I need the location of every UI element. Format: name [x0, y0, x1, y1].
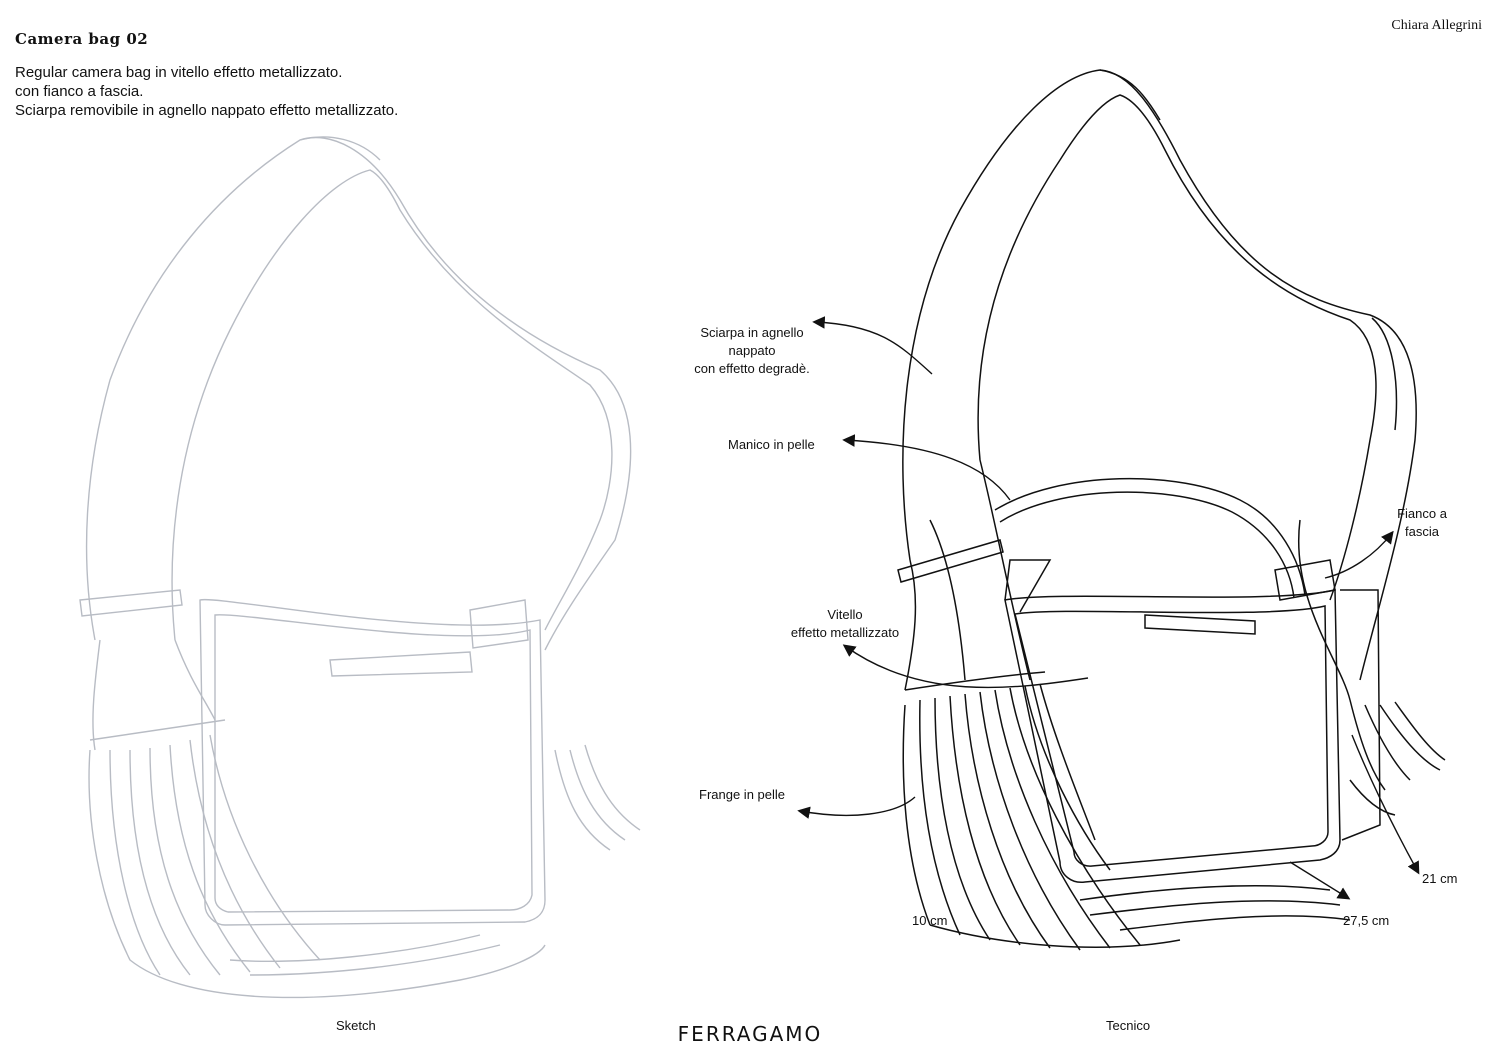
arrow-fianco	[1324, 530, 1394, 579]
label-fianco: Fianco a fascia	[1397, 506, 1447, 539]
label-manico: Manico in pelle	[728, 437, 815, 452]
tecnico-caption: Tecnico	[1106, 1018, 1151, 1033]
label-sciarpa: Sciarpa in agnello nappato con effetto d…	[694, 325, 810, 376]
brand-logo: FERRAGAMO	[677, 1022, 823, 1046]
description: Regular camera bag in vitello effetto me…	[15, 63, 398, 120]
dimension-width: 10 cm	[912, 913, 948, 928]
arrow-sciarpa	[812, 316, 933, 375]
arrow-vitello	[842, 644, 1089, 689]
description-line: Sciarpa removibile in agnello nappato ef…	[15, 102, 399, 119]
label-vitello: Vitello effetto metallizzato	[790, 607, 900, 640]
description-line: con fianco a fascia.	[15, 83, 144, 100]
sketch-caption: Sketch	[336, 1018, 376, 1033]
arrow-dim-length	[1289, 861, 1351, 900]
technical-drawing	[897, 69, 1446, 951]
arrow-manico	[842, 434, 1011, 501]
author-name: Chiara Allegrini	[1391, 18, 1482, 33]
sketch-drawing	[79, 136, 641, 999]
annotation-arrows	[797, 316, 1420, 900]
arrow-dim-height	[1351, 734, 1420, 875]
arrow-frange	[797, 796, 916, 819]
dimension-height: 21 cm	[1422, 871, 1458, 886]
label-frange: Frange in pelle	[699, 787, 785, 802]
page-title: Camera bag 02	[15, 30, 149, 48]
description-line: Regular camera bag in vitello effetto me…	[15, 64, 343, 81]
dimension-length: 27,5 cm	[1343, 913, 1390, 928]
